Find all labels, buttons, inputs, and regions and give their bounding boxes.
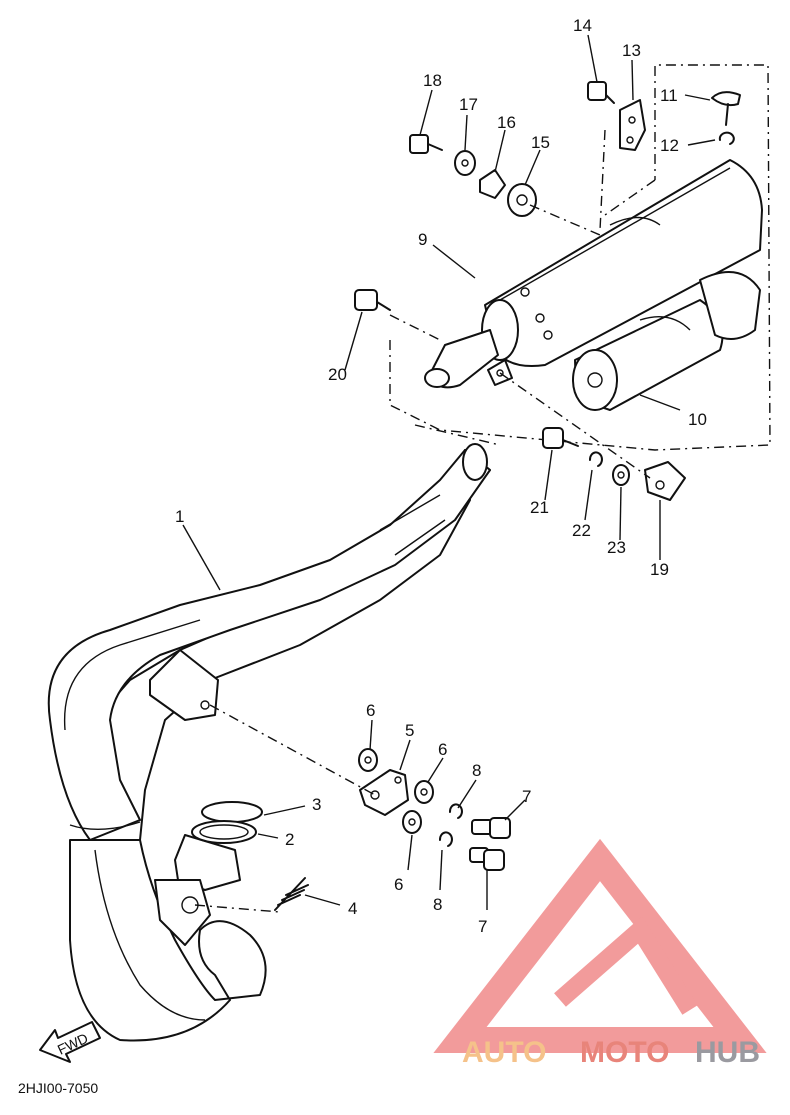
leader-lines — [182, 34, 716, 910]
silencer-insert — [572, 271, 761, 411]
callout-20: 20 — [328, 365, 347, 384]
callout-7: 7 — [478, 917, 487, 936]
callout-13: 13 — [622, 41, 641, 60]
bolts — [354, 81, 741, 871]
tension-spring — [274, 877, 309, 911]
bracket-19 — [644, 461, 686, 501]
bracket-5 — [359, 769, 409, 816]
bracket-13 — [619, 99, 646, 151]
washers — [358, 131, 735, 847]
callout-16: 16 — [497, 113, 516, 132]
expansion-chamber-pipe — [47, 443, 491, 1042]
callout-17: 17 — [459, 95, 478, 114]
callout-5: 5 — [405, 721, 414, 740]
fwd-label: FWD — [55, 1030, 91, 1058]
alignment-lines — [194, 129, 651, 913]
watermark-auto: AUTO — [462, 1036, 546, 1069]
watermark-logo — [433, 838, 767, 1053]
callout-7: 7 — [522, 787, 531, 806]
callout-12: 12 — [660, 136, 679, 155]
callout-4: 4 — [348, 899, 357, 918]
exhaust-flange — [154, 834, 241, 946]
callout-21: 21 — [530, 498, 549, 517]
callout-6: 6 — [394, 875, 403, 894]
callout-8: 8 — [433, 895, 442, 914]
grommet-parts — [479, 169, 537, 217]
callout-2: 2 — [285, 830, 294, 849]
callout-18: 18 — [423, 71, 442, 90]
diagram-code: 2HJI00-7050 — [18, 1080, 98, 1096]
callout-11: 11 — [660, 86, 678, 105]
callout-6: 6 — [366, 701, 375, 720]
callout-8: 8 — [472, 761, 481, 780]
callout-19: 19 — [650, 560, 669, 579]
assembly-boundary — [389, 64, 771, 451]
callout-6: 6 — [438, 740, 447, 759]
callout-23: 23 — [607, 538, 626, 557]
callout-labels: 1 2 3 4 5 6 6 6 7 7 8 8 9 10 11 12 13 14… — [175, 16, 707, 936]
callout-22: 22 — [572, 521, 591, 540]
callout-15: 15 — [531, 133, 550, 152]
callout-10: 10 — [688, 410, 707, 429]
watermark-hub: HUB — [695, 1036, 760, 1069]
gasket-ring — [201, 801, 263, 823]
silencer-body — [424, 159, 763, 389]
watermark-moto: MOTO — [580, 1036, 669, 1069]
fwd-arrow: FWD — [39, 1021, 101, 1063]
callout-1: 1 — [175, 507, 184, 526]
callout-14: 14 — [573, 16, 592, 35]
watermark-text: AUTO MOTO HUB — [462, 1036, 760, 1069]
callout-9: 9 — [418, 230, 427, 249]
callout-3: 3 — [312, 795, 321, 814]
